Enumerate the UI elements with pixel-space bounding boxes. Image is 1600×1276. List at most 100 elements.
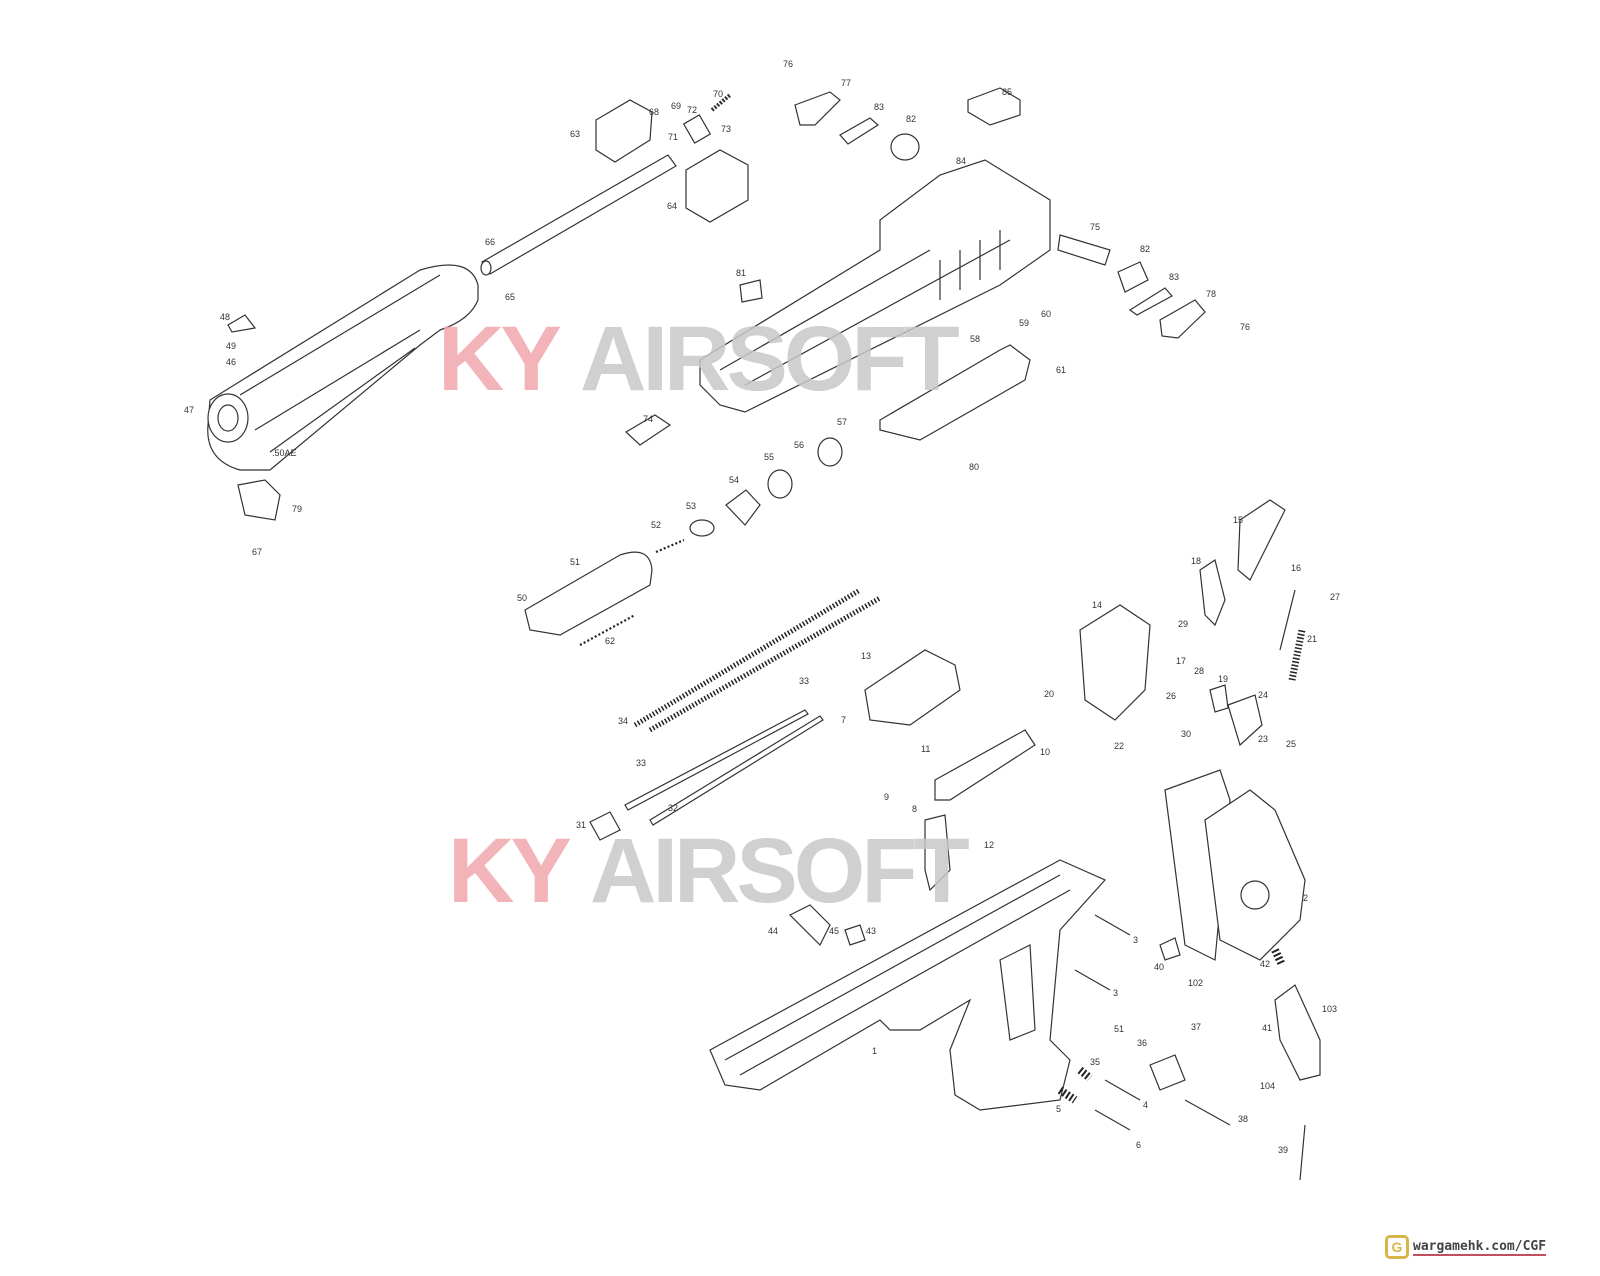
rear-sight-parts (794, 87, 1206, 339)
part-label: 82 (906, 114, 916, 124)
nozzle-parts (625, 344, 1031, 554)
part-label: 82 (1140, 244, 1150, 254)
part-label: 102 (1188, 978, 1203, 988)
part-label: 21 (1307, 634, 1317, 644)
part-label: 62 (605, 636, 615, 646)
part-label: 11 (921, 744, 930, 754)
part-label: 41 (1262, 1023, 1272, 1033)
part-label: 19 (1218, 674, 1228, 684)
part-label: 83 (1169, 272, 1179, 282)
part-label: 32 (668, 803, 678, 813)
inner-barrel-part-66 (480, 154, 677, 276)
part-label: 104 (1260, 1081, 1275, 1091)
part-label: 63 (570, 129, 580, 139)
part-label: 54 (729, 475, 739, 485)
part-label: 60 (1041, 309, 1051, 319)
part-label: 71 (668, 132, 678, 142)
front-sight-and-mount (227, 279, 763, 521)
part-label: 57 (837, 417, 847, 427)
part-label: 52 (651, 520, 661, 530)
part-label: 83 (874, 102, 884, 112)
part-label: 85 (1002, 87, 1012, 97)
part-label: 8 (912, 804, 917, 814)
part-label: 47 (184, 405, 194, 415)
part-label: 25 (1286, 739, 1296, 749)
outer-barrel-part-47: .50AE (207, 264, 479, 471)
hop-up-parts (595, 93, 749, 223)
part-label: 40 (1154, 962, 1164, 972)
part-label: 34 (618, 716, 628, 726)
part-label: 46 (226, 357, 236, 367)
part-label: 53 (686, 501, 696, 511)
part-labels: 76 77 70 68 69 72 71 73 63 83 82 85 84 6… (184, 59, 1340, 1155)
part-label: 58 (970, 334, 980, 344)
part-label: 18 (1191, 556, 1201, 566)
part-label: 10 (1040, 747, 1050, 757)
watermark-top: KY AIRSOFT (438, 308, 964, 410)
part-label: 3 (1133, 935, 1138, 945)
part-label: 51 (1114, 1024, 1124, 1034)
part-label: 36 (1137, 1038, 1147, 1048)
part-label: 22 (1114, 741, 1124, 751)
part-label: 65 (505, 292, 515, 302)
part-label: 13 (861, 651, 871, 661)
part-label: 30 (1181, 729, 1191, 739)
part-label: 14 (1092, 600, 1102, 610)
part-label: 84 (956, 156, 966, 166)
part-label: 72 (687, 105, 697, 115)
part-label: 1 (872, 1046, 877, 1056)
part-label: 27 (1330, 592, 1340, 602)
fire-control-parts (864, 499, 1306, 892)
part-label: 4 (1143, 1100, 1148, 1110)
watermark-suffix: AIRSOFT (580, 308, 960, 410)
part-label: 78 (1206, 289, 1216, 299)
part-label: 9 (884, 792, 889, 802)
part-label: 103 (1322, 1004, 1337, 1014)
part-label: 29 (1178, 619, 1188, 629)
watermark-bottom: KY AIRSOFT (448, 820, 974, 922)
frame-part-1 (709, 859, 1106, 1111)
part-label: 70 (713, 89, 723, 99)
site-url: wargamehk.com/CGF (1413, 1238, 1547, 1256)
part-label: 76 (1240, 322, 1250, 332)
watermark-prefix: KY (438, 308, 560, 410)
part-label: 68 (649, 107, 659, 117)
part-label: 39 (1278, 1145, 1288, 1155)
part-label: 12 (984, 840, 994, 850)
part-label: 31 (576, 820, 586, 830)
recoil-springs-and-guide-rods (589, 587, 882, 841)
part-label: 17 (1176, 656, 1186, 666)
part-label: 24 (1258, 690, 1268, 700)
part-label: 75 (1090, 222, 1100, 232)
part-label: 33 (636, 758, 646, 768)
part-label: 3 (1113, 988, 1118, 998)
part-label: 45 (829, 926, 839, 936)
part-label: 50 (517, 593, 527, 603)
site-watermark: G wargamehk.com/CGF (1385, 1235, 1547, 1259)
part-label: 49 (226, 341, 236, 351)
part-label: 6 (1136, 1140, 1141, 1150)
watermark-prefix: KY (448, 820, 570, 922)
part-label: 59 (1019, 318, 1029, 328)
part-label: 67 (252, 547, 262, 557)
part-label: 55 (764, 452, 774, 462)
part-label: 74 (643, 414, 653, 424)
part-label: 2 (1303, 893, 1308, 903)
grips-part-2 (1164, 769, 1306, 961)
part-label: 69 (671, 101, 681, 111)
part-label: 44 (768, 926, 778, 936)
part-label: 81 (736, 268, 746, 278)
watermark-suffix: AIRSOFT (590, 820, 970, 922)
part-label: 16 (1291, 563, 1301, 573)
part-label: 61 (1056, 365, 1066, 375)
slide-part-84 (699, 159, 1051, 413)
blowback-unit-part-50 (524, 551, 653, 646)
part-label: 43 (866, 926, 876, 936)
part-label: 5 (1056, 1104, 1061, 1114)
part-label: 73 (721, 124, 731, 134)
part-label: 15 (1233, 515, 1243, 525)
part-label: 7 (841, 715, 846, 725)
barrel-marking: .50AE (272, 448, 297, 458)
part-label: 64 (667, 201, 677, 211)
